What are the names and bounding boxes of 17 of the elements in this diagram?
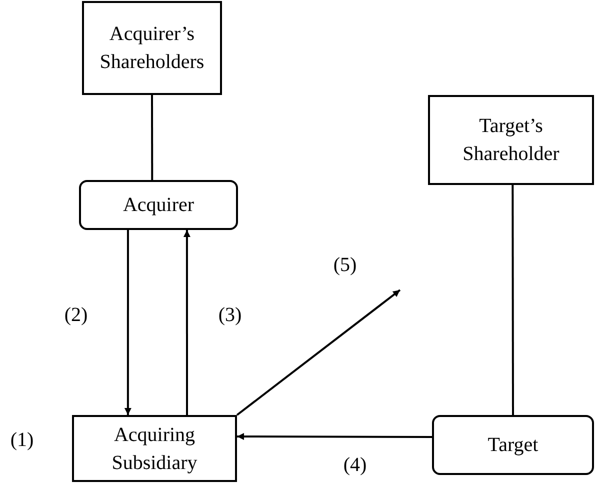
entity-box xyxy=(82,1,222,95)
node-label: Target’s Shareholder xyxy=(462,114,560,167)
node-label: Target xyxy=(488,433,538,458)
rounded-box xyxy=(432,415,594,475)
arrow xyxy=(236,289,401,416)
arrow xyxy=(183,230,190,415)
entity-box xyxy=(428,95,594,185)
step-number: (1) xyxy=(10,428,34,452)
arrow xyxy=(124,230,132,415)
rounded-box xyxy=(79,180,238,230)
node-label: Acquirer xyxy=(122,193,194,218)
connector-line xyxy=(512,185,514,415)
entity-box xyxy=(72,415,237,482)
arrow xyxy=(237,432,432,440)
node-label: Acquirer’s Shareholders xyxy=(98,22,206,75)
connector-line xyxy=(151,95,154,180)
node-label: Acquiring Subsidiary xyxy=(110,422,198,476)
